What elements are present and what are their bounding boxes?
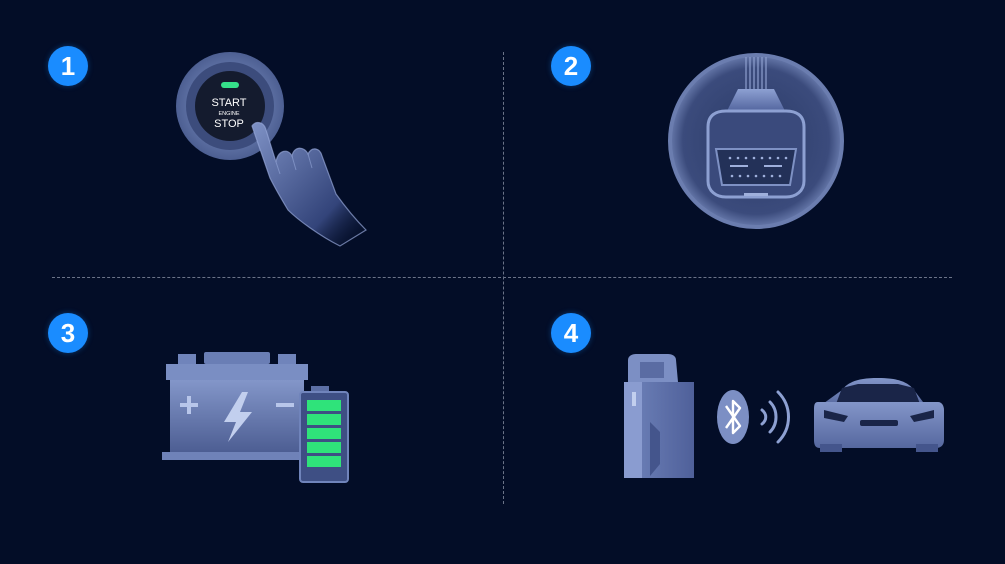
obd-dongle-icon (624, 354, 694, 478)
status-indicator (221, 82, 239, 88)
vertical-divider (503, 52, 504, 504)
horizontal-divider (52, 277, 952, 278)
step-1-badge: 1 (48, 46, 88, 86)
start-stop-illustration: START ENGINE STOP (176, 52, 367, 247)
obd-port-icon (668, 53, 844, 229)
battery-illustration (162, 352, 349, 483)
step-4-badge: 4 (551, 313, 591, 353)
step-2-badge: 2 (551, 46, 591, 86)
step-3-badge: 3 (48, 313, 88, 353)
hand-pointer-icon (251, 121, 367, 247)
bluetooth-icon (717, 390, 749, 444)
obd-port-illustration (668, 53, 844, 229)
start-stop-button-icon: START ENGINE STOP (176, 52, 284, 160)
car-icon (814, 378, 944, 452)
button-label-engine: ENGINE (218, 111, 239, 117)
bluetooth-connection-illustration (624, 354, 944, 478)
signal-waves-icon (760, 390, 790, 444)
charge-level-icon (299, 386, 349, 483)
button-label-start: START (211, 97, 246, 109)
button-label-stop: STOP (214, 118, 244, 130)
car-battery-icon (162, 352, 312, 460)
